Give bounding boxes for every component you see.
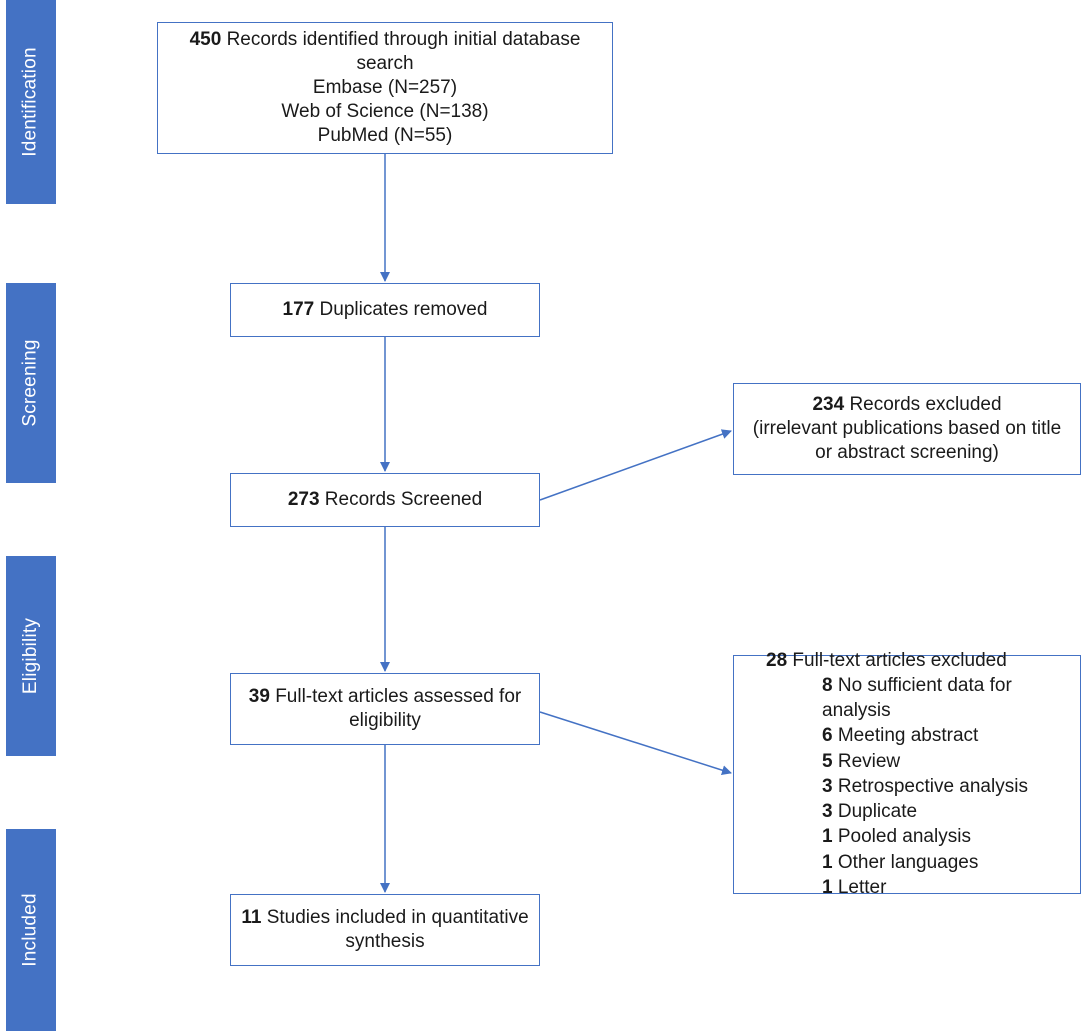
exclusion-reason: 1 Letter [822,875,886,900]
source-web-of-science: Web of Science (N=138) [281,101,489,122]
fulltext-excluded-line: 28 Full-text articles excluded [766,649,1007,673]
records-excluded-reason-1: (irrelevant publications based on title [752,418,1062,439]
reason-count: 1 [822,826,833,848]
fulltext-excluded-box: 28 Full-text articles excluded 8 No suff… [733,650,1081,898]
records-identified-text: Records identified through initial datab… [226,29,581,50]
duplicates-text: Duplicates removed [319,299,488,320]
screened-count: 273 [287,489,320,510]
reason-count: 3 [822,801,833,823]
studies-included-box: 11 Studies included in quantitative synt… [230,894,540,966]
reason-count: 8 [822,674,833,696]
stage-label-identification: Identification [20,47,42,157]
reason-count: 6 [822,725,833,747]
stage-label-included: Included [20,893,41,967]
duplicates-line: 177 Duplicates removed [283,298,488,322]
fulltext-count: 39 [248,686,270,707]
screened-line: 273 Records Screened [288,488,482,512]
records-excluded-count: 234 [812,394,845,415]
records-identified-count: 450 [189,29,222,50]
exclusion-reason: 8 No sufficient data for analysis [822,673,1080,724]
reason-count: 1 [822,851,833,873]
duplicates-count: 177 [282,299,315,320]
reason-label: Retrospective analysis [837,775,1028,797]
records-identified-text2: search [356,53,414,74]
reason-label: Letter [837,877,887,899]
fulltext-text: Full-text articles assessed for [275,686,522,707]
fulltext-excluded-count: 28 [766,649,788,671]
stage-screening: Screening [6,283,56,483]
arrow-fulltext-to-excluded [539,711,732,776]
reason-label: No sufficient data for analysis [822,674,1012,721]
records-excluded-text: Records excluded [849,394,1002,415]
fulltext-text2: eligibility [349,710,421,731]
screened-text: Records Screened [324,489,483,510]
reason-label: Duplicate [837,801,918,823]
reason-count: 5 [822,750,833,772]
source-pubmed: PubMed (N=55) [317,125,453,146]
reason-label: Other languages [837,851,979,873]
exclusion-reason: 1 Other languages [822,850,978,875]
reason-label: Meeting abstract [837,725,979,747]
exclusion-reason: 5 Review [822,749,900,774]
reason-count: 1 [822,877,833,899]
records-identified-line: 450 Records identified through initial d… [190,28,581,52]
stage-eligibility: Eligibility [6,556,56,756]
records-excluded-reason-2: or abstract screening) [815,442,999,463]
stage-label-screening: Screening [20,339,42,427]
stage-included: Included [6,829,56,1031]
reason-label: Review [837,750,901,772]
included-text2: synthesis [345,931,425,952]
stage-identification: Identification [6,0,56,204]
exclusion-reason: 6 Meeting abstract [822,723,978,748]
records-excluded-line: 234 Records excluded [812,393,1001,417]
exclusion-reason: 3 Duplicate [822,799,917,824]
stage-label-eligibility: Eligibility [20,617,41,695]
exclusion-reason: 1 Pooled analysis [822,824,971,849]
fulltext-excluded-text: Full-text articles excluded [792,649,1007,671]
records-identified-box: 450 Records identified through initial d… [157,22,613,154]
exclusion-reason: 3 Retrospective analysis [822,774,1028,799]
reason-count: 3 [822,775,833,797]
fulltext-line: 39 Full-text articles assessed for [249,685,521,709]
included-line: 11 Studies included in quantitative [241,906,528,930]
included-text: Studies included in quantitative [266,907,529,928]
arrow-screened-to-excluded [539,429,732,501]
duplicates-removed-box: 177 Duplicates removed [230,283,540,337]
fulltext-assessed-box: 39 Full-text articles assessed for eligi… [230,673,540,745]
included-count: 11 [241,907,262,928]
reason-label: Pooled analysis [837,826,971,848]
records-excluded-box: 234 Records excluded (irrelevant publica… [733,383,1081,475]
source-embase: Embase (N=257) [312,77,458,98]
records-screened-box: 273 Records Screened [230,473,540,527]
